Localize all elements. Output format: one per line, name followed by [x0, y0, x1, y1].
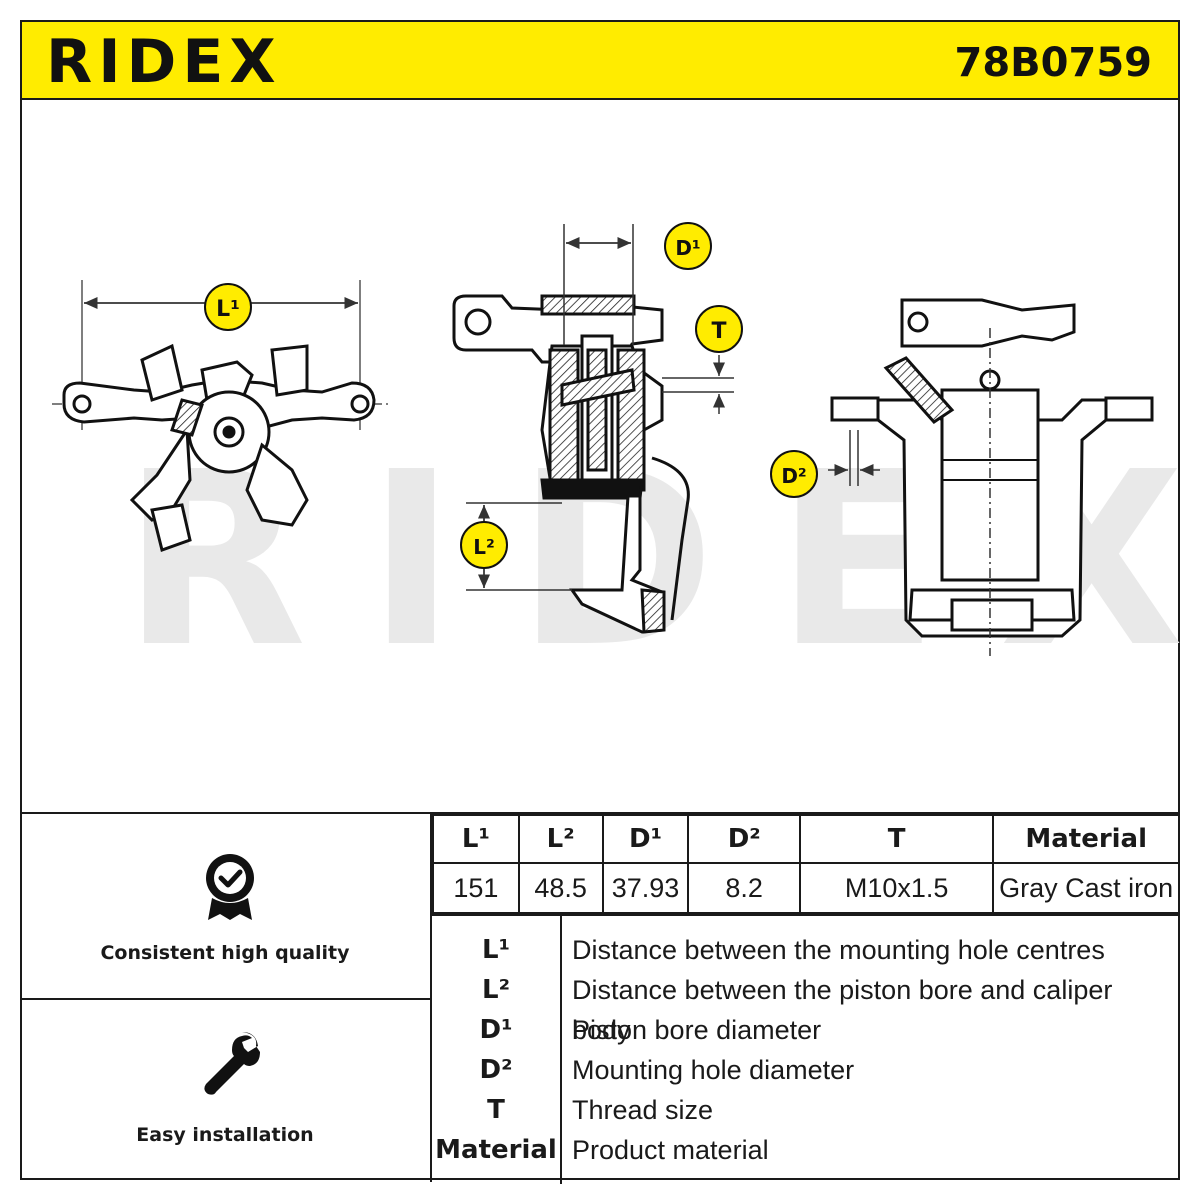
legend: L¹ Distance between the mounting hole ce… [432, 914, 1180, 1184]
center-view-caliper [452, 294, 690, 634]
spec-table: L¹ L² D¹ D² T Material 151 48.5 37.93 8.… [432, 814, 1180, 914]
label-d2: D² [781, 464, 806, 488]
legend-description: Product material [572, 1135, 769, 1165]
feature-quality: Consistent high quality [20, 814, 430, 1000]
right-view-caliper [830, 298, 1154, 638]
spec-value-row: 151 48.5 37.93 8.2 M10x1.5 Gray Cast iro… [432, 862, 1180, 914]
part-number: 78B0759 [954, 40, 1152, 86]
legend-key: L¹ [482, 935, 510, 965]
spec-header-material: Material [992, 814, 1180, 864]
header-bar: RIDEX 78B0759 [20, 20, 1180, 100]
left-view-caliper [52, 280, 392, 552]
label-d1-badge: D¹ [664, 222, 712, 270]
divider [430, 814, 432, 1182]
legend-key-column [432, 916, 562, 1184]
label-l1: L¹ [216, 297, 240, 322]
spec-value-l1: 151 [432, 862, 520, 914]
label-l2-badge: L² [460, 521, 508, 569]
brand-logo: RIDEX [46, 27, 282, 97]
legend-key: L² [482, 975, 510, 1005]
legend-description: Thread size [572, 1095, 714, 1125]
spec-header-l1: L¹ [432, 814, 520, 864]
spec-value-t: M10x1.5 [798, 862, 995, 914]
label-l2: L² [473, 535, 495, 559]
wrench-icon [204, 1032, 260, 1095]
spec-header-d2: D² [687, 814, 801, 864]
spec-value-d2: 8.2 [687, 862, 801, 914]
spec-header-row: L¹ L² D¹ D² T Material [432, 814, 1180, 864]
right-dimension-lines [828, 328, 991, 656]
spec-value-material: Gray Cast iron [992, 862, 1180, 914]
caliper-drawings: L¹ [52, 222, 1154, 656]
label-t: T [711, 319, 726, 344]
feature-label: Easy installation [136, 1124, 314, 1146]
legend-description: Distance between the piston bore and cal… [572, 975, 1113, 1045]
quality-badge-check-icon [206, 854, 254, 920]
legend-key: Material [435, 1135, 557, 1165]
spec-header-d1: D¹ [601, 814, 690, 864]
legend-key: D¹ [479, 1015, 513, 1045]
center-dimension-lines [466, 224, 734, 591]
info-section: Consistent high quality Easy installatio… [20, 812, 1180, 1184]
label-t-badge: T [695, 305, 743, 353]
legend-description: Piston bore diameter [572, 1015, 822, 1045]
spec-value-d1: 37.93 [601, 862, 690, 914]
spec-header-l2: L² [517, 814, 604, 864]
legend-key: D² [479, 1055, 513, 1085]
spec-value-l2: 48.5 [517, 862, 604, 914]
legend-description: Distance between the mounting hole centr… [572, 935, 1105, 965]
legend-key: T [487, 1095, 505, 1125]
spec-header-t: T [798, 814, 995, 864]
label-l1-badge: L¹ [204, 283, 252, 331]
label-d2-badge: D² [770, 450, 818, 498]
label-d1: D¹ [675, 236, 700, 260]
feature-installation: Easy installation [20, 998, 430, 1182]
legend-description: Mounting hole diameter [572, 1055, 855, 1085]
feature-label: Consistent high quality [100, 942, 350, 964]
technical-drawing: RIDEX [22, 100, 1184, 812]
